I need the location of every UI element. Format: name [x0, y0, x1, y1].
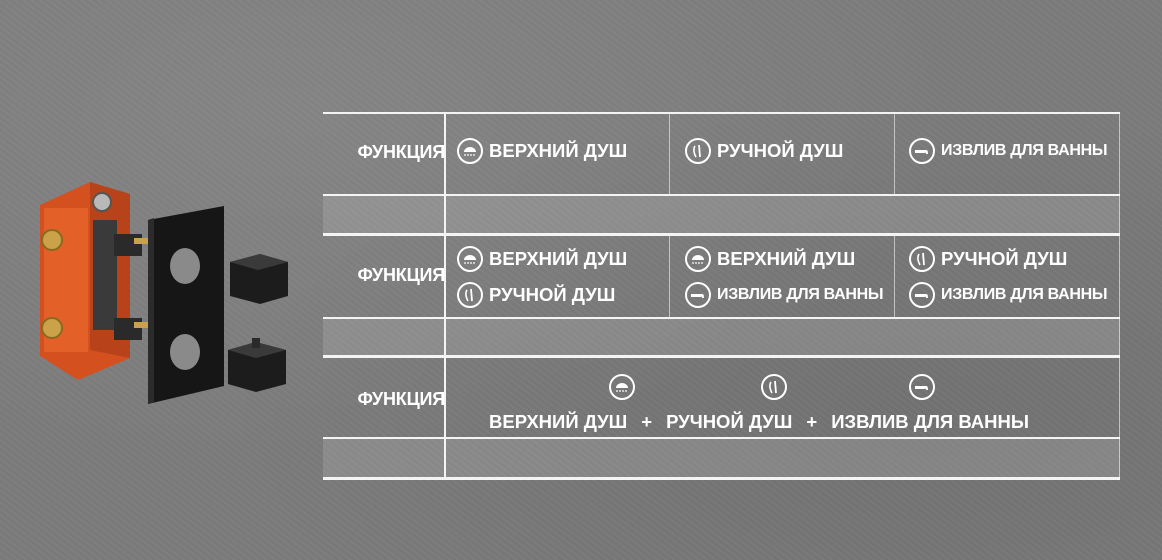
bath-spout-icon [909, 282, 935, 308]
mixer-product-image [40, 182, 288, 404]
overhead-shower-icon [685, 246, 711, 272]
combined-functions: ВЕРХНИЙ ДУШ + РУЧНОЙ ДУШ + ИЗВЛИВ ДЛЯ ВА… [489, 411, 1029, 433]
combo-plus: + [641, 411, 653, 432]
bath-spout-icon [909, 138, 935, 164]
option-label: ВЕРХНИЙ ДУШ [489, 140, 628, 161]
option-label: РУЧНОЙ ДУШ [941, 248, 1068, 269]
option-label: РУЧНОЙ ДУШ [717, 140, 844, 161]
row-label: ФУНКЦИЯ [357, 389, 446, 409]
bath-spout-icon [909, 374, 935, 400]
option-hand-shower: РУЧНОЙ ДУШ [685, 138, 843, 164]
bath-spout-icon [685, 282, 711, 308]
option-bath-spout: ИЗВЛИВ ДЛЯ ВАННЫ [909, 282, 1108, 308]
combo-item: РУЧНОЙ ДУШ [666, 411, 793, 432]
option-label: ИЗВЛИВ ДЛЯ ВАННЫ [941, 286, 1108, 303]
row-label: ФУНКЦИЯ [357, 265, 446, 285]
option-bath-spout: ИЗВЛИВ ДЛЯ ВАННЫ [909, 138, 1108, 164]
option-overhead-shower: ВЕРХНИЙ ДУШ [685, 246, 855, 272]
functions-table: ФУНКЦИЯ ВЕРХНИЙ ДУШ РУЧНОЙ ДУШ ИЗВЛИВ ДЛ… [323, 112, 1120, 480]
hand-shower-icon [909, 246, 935, 272]
hand-shower-icon [685, 138, 711, 164]
option-label: ИЗВЛИВ ДЛЯ ВАННЫ [717, 286, 884, 303]
combo-plus: + [806, 411, 818, 432]
table-row-shade [323, 438, 1120, 477]
option-label: ВЕРХНИЙ ДУШ [717, 248, 856, 269]
row-label: ФУНКЦИЯ [357, 142, 446, 162]
overhead-shower-icon [609, 374, 635, 400]
option-label: ВЕРХНИЙ ДУШ [489, 248, 628, 269]
table-row-shade [323, 317, 1120, 356]
option-hand-shower: РУЧНОЙ ДУШ [909, 246, 1067, 272]
option-bath-spout: ИЗВЛИВ ДЛЯ ВАННЫ [685, 282, 884, 308]
overhead-shower-icon [457, 246, 483, 272]
overhead-shower-icon [457, 138, 483, 164]
option-label: РУЧНОЙ ДУШ [489, 284, 616, 305]
combo-item: ВЕРХНИЙ ДУШ [489, 411, 628, 432]
option-overhead-shower: ВЕРХНИЙ ДУШ [457, 246, 627, 272]
hand-shower-icon [457, 282, 483, 308]
table-row-shade [323, 194, 1120, 233]
option-hand-shower: РУЧНОЙ ДУШ [457, 282, 615, 308]
option-overhead-shower: ВЕРХНИЙ ДУШ [457, 138, 627, 164]
option-label: ИЗВЛИВ ДЛЯ ВАННЫ [941, 142, 1108, 159]
combo-item: ИЗВЛИВ ДЛЯ ВАННЫ [831, 411, 1029, 432]
hand-shower-icon [761, 374, 787, 400]
